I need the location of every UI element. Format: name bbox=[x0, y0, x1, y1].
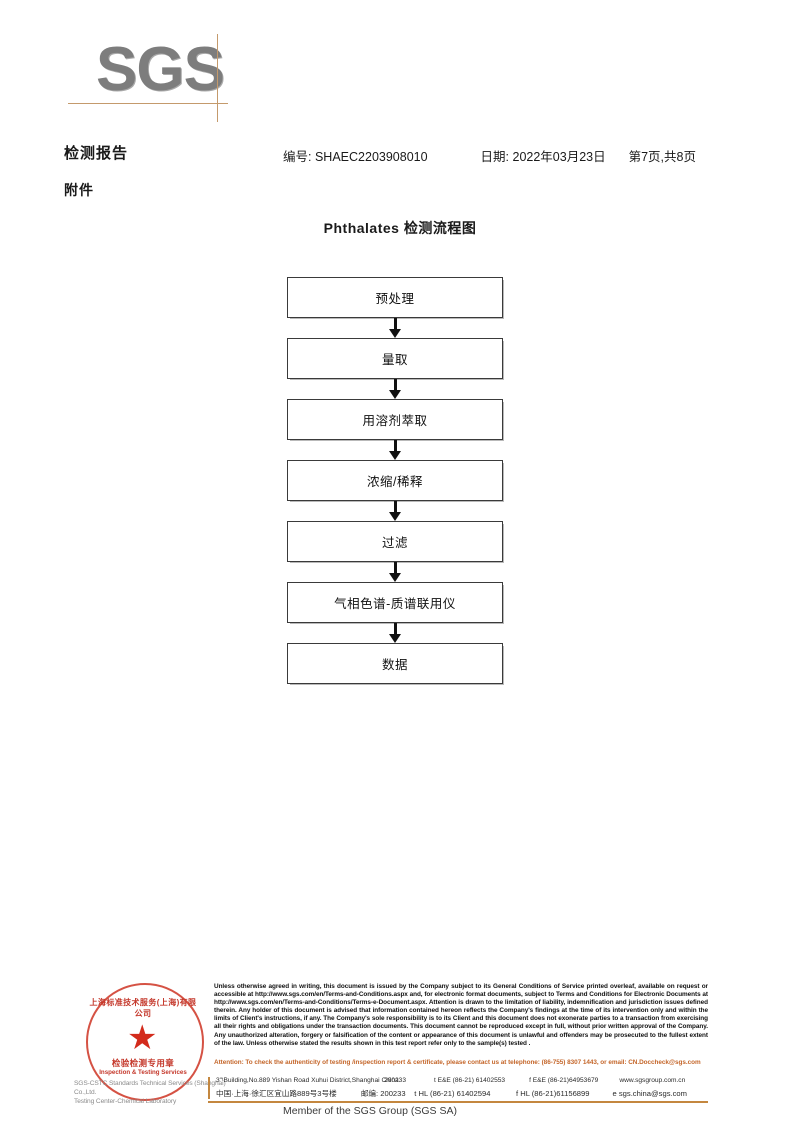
official-seal-stamp: 上海标准技术服务(上海)有限公司 ★ 检验检测专用章 Inspection & … bbox=[74, 983, 226, 1105]
lab-entity-line2: Testing Center-Chemical Laboratory bbox=[74, 1098, 177, 1105]
flow-step-3: 用溶剂萃取 bbox=[287, 399, 503, 440]
lab-entity-line1: SGS-CSTC Standards Technical Services (S… bbox=[74, 1080, 226, 1096]
lab-entity-text: SGS-CSTC Standards Technical Services (S… bbox=[74, 1079, 244, 1106]
address-line-en: 3"ᵗBuilding,No.889 Yishan Road Xuhui Dis… bbox=[216, 1077, 716, 1088]
flow-arrow-down-icon bbox=[287, 623, 503, 643]
flow-arrow-down-icon bbox=[287, 440, 503, 460]
flow-box-label: 浓缩/稀释 bbox=[287, 460, 503, 501]
seal-ring bbox=[86, 983, 204, 1101]
flow-arrow-down-icon bbox=[287, 318, 503, 338]
report-meta: 编号: SHAEC2203908010 日期: 2022年03月23日 第7页,… bbox=[283, 146, 696, 165]
logo-vertical-rule bbox=[217, 34, 218, 122]
address-tel-cn: t HL (86-21) 61402594 bbox=[414, 1089, 491, 1098]
report-no-value: SHAEC2203908010 bbox=[314, 150, 428, 164]
sgs-logo-text: SGS bbox=[96, 35, 225, 104]
footer-divider bbox=[208, 1101, 708, 1103]
address-fax-cn: f HL (86-21)61156899 bbox=[516, 1089, 590, 1098]
flow-step-1: 预处理 bbox=[287, 277, 503, 318]
flow-arrow-down-icon bbox=[287, 562, 503, 582]
seal-star-icon: ★ bbox=[127, 1019, 158, 1057]
flow-box-label: 过滤 bbox=[287, 521, 503, 562]
seal-purpose-text-en: Inspection & Testing Services bbox=[99, 1069, 187, 1076]
flowchart: 预处理 量取 用溶剂萃取 浓缩/稀释 过滤 气相色谱-质谱联用仪 数据 bbox=[287, 277, 503, 684]
flow-step-5: 过滤 bbox=[287, 521, 503, 562]
attention-notice-text: Attention: To check the authenticity of … bbox=[214, 1059, 701, 1066]
report-date-value: 2022年03月23日 bbox=[512, 150, 606, 164]
address-website[interactable]: www.sgsgroup.com.cn bbox=[619, 1077, 686, 1084]
flow-box-label: 量取 bbox=[287, 338, 503, 379]
address-zip-cn-value: 200233 bbox=[380, 1089, 406, 1098]
address-email[interactable]: e sgs.china@sgs.com bbox=[612, 1089, 687, 1098]
flowchart-title: Phthalates 检测流程图 bbox=[323, 220, 477, 236]
address-line-cn: 中国·上海·徐汇区宜山路889号3号楼 邮编: 200233 t HL (86-… bbox=[216, 1088, 716, 1099]
address-zip-en: 200233 bbox=[384, 1077, 407, 1084]
flow-step-6: 气相色谱-质谱联用仪 bbox=[287, 582, 503, 623]
flow-step-2: 量取 bbox=[287, 338, 503, 379]
flow-step-7: 数据 bbox=[287, 643, 503, 684]
sgs-group-member-line: Member of the SGS Group (SGS SA) bbox=[283, 1105, 457, 1117]
address-street-en: 3"ᵗBuilding,No.889 Yishan Road Xuhui Dis… bbox=[216, 1077, 399, 1084]
page-subtitle: 附件 bbox=[64, 182, 94, 198]
address-zip-cn: 邮编: 200233 bbox=[361, 1088, 414, 1099]
sgs-logo: SGS bbox=[68, 34, 296, 126]
legal-disclaimer-text: Unless otherwise agreed in writing, this… bbox=[214, 983, 708, 1047]
office-address-block: 3"ᵗBuilding,No.889 Yishan Road Xuhui Dis… bbox=[208, 1077, 716, 1099]
report-date-label: 日期: bbox=[480, 150, 510, 164]
logo-horizontal-rule bbox=[68, 103, 228, 104]
seal-company-text: 上海标准技术服务(上海)有限公司 bbox=[89, 998, 197, 1018]
flow-box-label: 数据 bbox=[287, 643, 503, 684]
page-footer: 上海标准技术服务(上海)有限公司 ★ 检验检测专用章 Inspection & … bbox=[0, 975, 800, 1131]
flow-step-4: 浓缩/稀释 bbox=[287, 460, 503, 501]
flow-box-label: 预处理 bbox=[287, 277, 503, 318]
page-number-info: 第7页,共8页 bbox=[628, 150, 696, 164]
flow-box-label: 气相色谱-质谱联用仪 bbox=[287, 582, 503, 623]
seal-purpose-text-cn: 检验检测专用章 bbox=[111, 1058, 175, 1068]
address-zip-cn-label: 邮编: bbox=[360, 1089, 379, 1098]
flow-arrow-down-icon bbox=[287, 379, 503, 399]
flow-box-label: 用溶剂萃取 bbox=[287, 399, 503, 440]
address-street-cn: 中国·上海·徐汇区宜山路889号3号楼 bbox=[216, 1089, 337, 1098]
report-no-label: 编号: bbox=[283, 150, 312, 164]
flow-arrow-down-icon bbox=[287, 501, 503, 521]
address-fax-en: f E&E (86-21)64953679 bbox=[529, 1077, 599, 1084]
page-title: 检测报告 bbox=[64, 145, 129, 162]
address-tel-en: t E&E (86-21) 61402553 bbox=[433, 1077, 506, 1084]
